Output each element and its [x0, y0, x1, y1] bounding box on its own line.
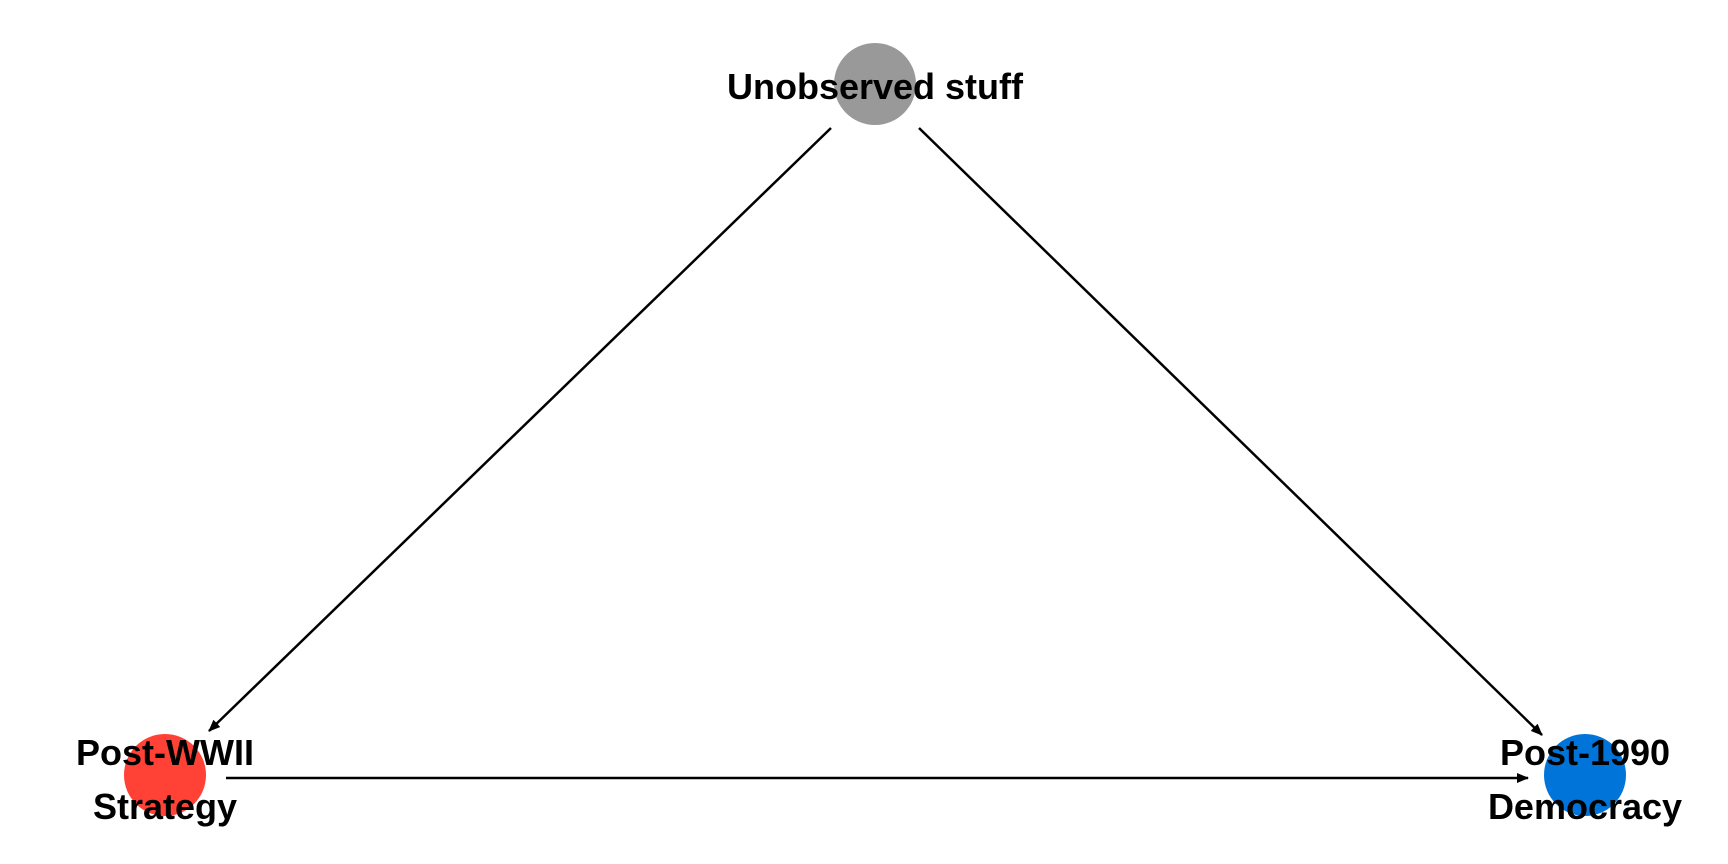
node-unobserved-label: Unobserved stuff	[727, 66, 1024, 107]
node-democracy-circle	[1544, 734, 1626, 816]
node-strategy-label-line1: Post-WWII	[76, 732, 254, 773]
node-democracy-label-line2: Democracy	[1488, 786, 1682, 827]
node-democracy-label-line1: Post-1990	[1500, 732, 1670, 773]
node-strategy-circle	[124, 734, 206, 816]
node-strategy-label-line2: Strategy	[93, 786, 237, 827]
edge-unobserved-to-strategy	[208, 127, 832, 732]
edge-unobserved-to-democracy	[918, 127, 1543, 736]
node-unobserved-circle	[834, 43, 916, 125]
